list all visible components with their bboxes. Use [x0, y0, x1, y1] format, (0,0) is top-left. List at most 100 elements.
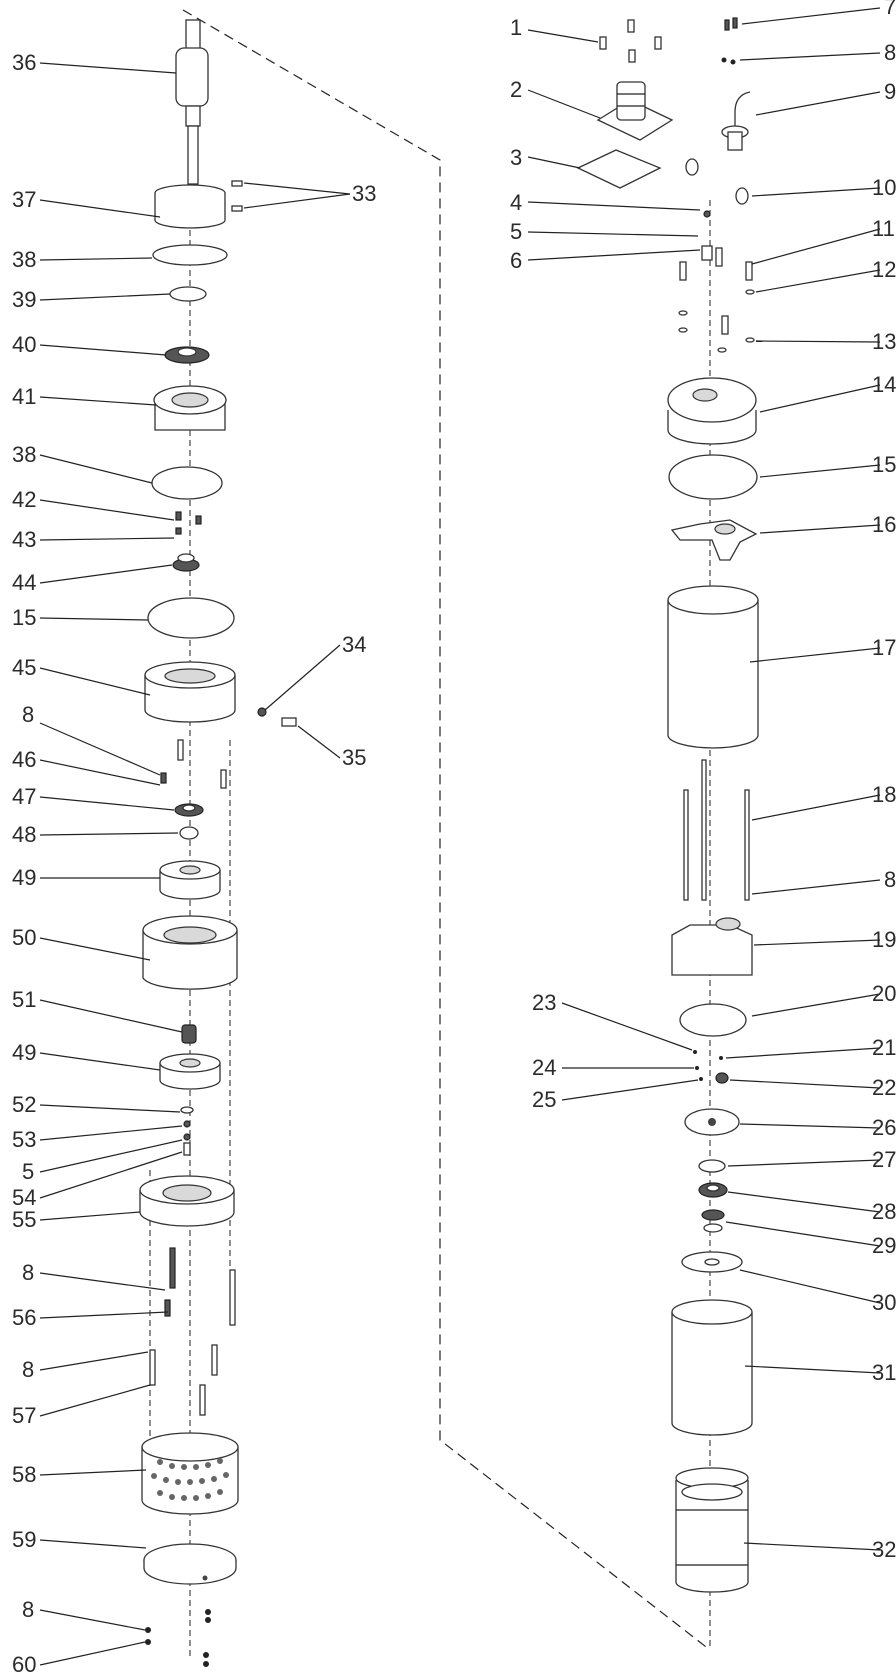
suction-housing-part-55 — [139, 1175, 235, 1227]
diffuser-part-50 — [142, 915, 238, 990]
label-part-30: 30 — [872, 1290, 896, 1315]
tube-part-31 — [671, 1299, 753, 1436]
label-part-46: 46 — [12, 747, 36, 772]
label-part-14: 14 — [872, 372, 896, 397]
label-part-24: 24 — [532, 1055, 556, 1080]
motor-shaft-part-36 — [175, 19, 209, 185]
motor-base-part-19 — [671, 917, 753, 976]
o-ring-part-38-lower — [151, 466, 223, 500]
gasket-part-3 — [576, 149, 662, 189]
label-part-12: 12 — [872, 257, 896, 282]
bearing-housing-part-41 — [153, 385, 227, 431]
washer-part-30 — [681, 1251, 743, 1273]
base-plate-part-59 — [143, 1543, 237, 1585]
o-ring-part-15-right — [668, 454, 758, 500]
label-part-59: 59 — [12, 1527, 36, 1552]
washer-part-47 — [174, 803, 204, 817]
check-valve-part-32 — [675, 1467, 749, 1593]
label-part-40: 40 — [12, 332, 36, 357]
label-part-56: 56 — [12, 1305, 36, 1330]
label-part-37: 37 — [12, 187, 36, 212]
small-screws-part-42-43 — [175, 511, 202, 535]
label-part-8-e: 8 — [22, 1357, 34, 1382]
label-part-23: 23 — [532, 990, 556, 1015]
label-part-8-b: 8 — [884, 867, 896, 892]
label-part-34: 34 — [342, 632, 366, 657]
label-part-2: 2 — [510, 77, 522, 102]
label-part-49-a: 49 — [12, 865, 36, 890]
label-part-51: 51 — [12, 987, 36, 1012]
bolts-part-46 — [160, 739, 227, 789]
label-part-42: 42 — [12, 487, 36, 512]
label-part-53: 53 — [12, 1127, 36, 1152]
label-part-8-d: 8 — [22, 1260, 34, 1285]
label-part-49-b: 49 — [12, 1040, 36, 1065]
part-labels: 1 2 3 4 5 6 23 24 25 7 8 9 10 11 12 13 1… — [12, 0, 896, 1677]
label-part-33: 33 — [352, 181, 376, 206]
seal-part-44 — [172, 553, 200, 572]
o-ring-part-38-top — [152, 244, 228, 266]
label-part-8-f: 8 — [22, 1597, 34, 1622]
plug-part-34-35 — [257, 707, 297, 727]
bearing-part-28 — [698, 1182, 728, 1198]
label-part-35: 35 — [342, 745, 366, 770]
label-part-15-left: 15 — [12, 605, 36, 630]
label-part-31: 31 — [872, 1360, 896, 1385]
label-part-17: 17 — [872, 635, 896, 660]
label-part-22: 22 — [872, 1075, 896, 1100]
label-part-41: 41 — [12, 384, 36, 409]
label-part-60: 60 — [12, 1652, 36, 1677]
small-parts-21-25 — [693, 1050, 729, 1084]
label-part-21: 21 — [872, 1035, 896, 1060]
strainer-part-58 — [141, 1432, 239, 1515]
label-part-4: 4 — [510, 190, 522, 215]
bolts-part-11-13 — [678, 247, 755, 353]
bearing-plate-part-26 — [684, 1108, 740, 1136]
label-part-58: 58 — [12, 1462, 36, 1487]
o-ring-part-20 — [679, 1003, 747, 1037]
label-part-36: 36 — [12, 50, 36, 75]
label-part-38-a: 38 — [12, 247, 36, 272]
label-part-28: 28 — [872, 1199, 896, 1224]
cable-gland-part-9 — [721, 91, 751, 151]
bracket-part-16 — [670, 519, 758, 561]
label-part-15-right: 15 — [872, 452, 896, 477]
impeller-part-49-top — [159, 860, 221, 900]
label-part-47: 47 — [12, 784, 36, 809]
ring-part-27 — [698, 1159, 726, 1173]
label-part-6: 6 — [510, 248, 522, 273]
label-part-18: 18 — [872, 782, 896, 807]
label-part-52: 52 — [12, 1092, 36, 1117]
ring-part-39 — [169, 286, 207, 302]
label-part-57: 57 — [12, 1403, 36, 1428]
parts-7-8 — [721, 17, 738, 65]
label-part-48: 48 — [12, 822, 36, 847]
bolts-part-1 — [599, 19, 662, 63]
pump-housing-part-45 — [144, 661, 236, 723]
label-part-38-b: 38 — [12, 442, 36, 467]
label-part-44: 44 — [12, 570, 36, 595]
sleeve-part-37 — [154, 184, 226, 229]
label-part-8-c: 8 — [22, 702, 34, 727]
label-part-50: 50 — [12, 925, 36, 950]
tie-rods-part-18 — [683, 759, 750, 901]
label-part-55: 55 — [12, 1207, 36, 1232]
label-part-10: 10 — [872, 175, 896, 200]
motor-casing-part-17 — [667, 585, 759, 749]
o-ring-part-15-left — [147, 597, 235, 639]
label-part-5-b: 5 — [22, 1159, 34, 1184]
ring-part-48 — [179, 826, 199, 840]
outlet-flange-part-2 — [596, 81, 674, 141]
label-part-7: 7 — [884, 0, 896, 19]
bottom-screws-part-60 — [145, 1609, 211, 1667]
label-part-9: 9 — [884, 79, 896, 104]
lifting-eyes-part-10 — [685, 158, 749, 205]
label-part-32: 32 — [872, 1537, 896, 1562]
label-part-20: 20 — [872, 981, 896, 1006]
impeller-part-49-lower — [159, 1053, 221, 1090]
label-part-19: 19 — [872, 927, 896, 952]
spacer-part-51 — [181, 1024, 197, 1044]
label-part-11: 11 — [872, 216, 895, 241]
motor-cover-part-14 — [667, 377, 757, 445]
